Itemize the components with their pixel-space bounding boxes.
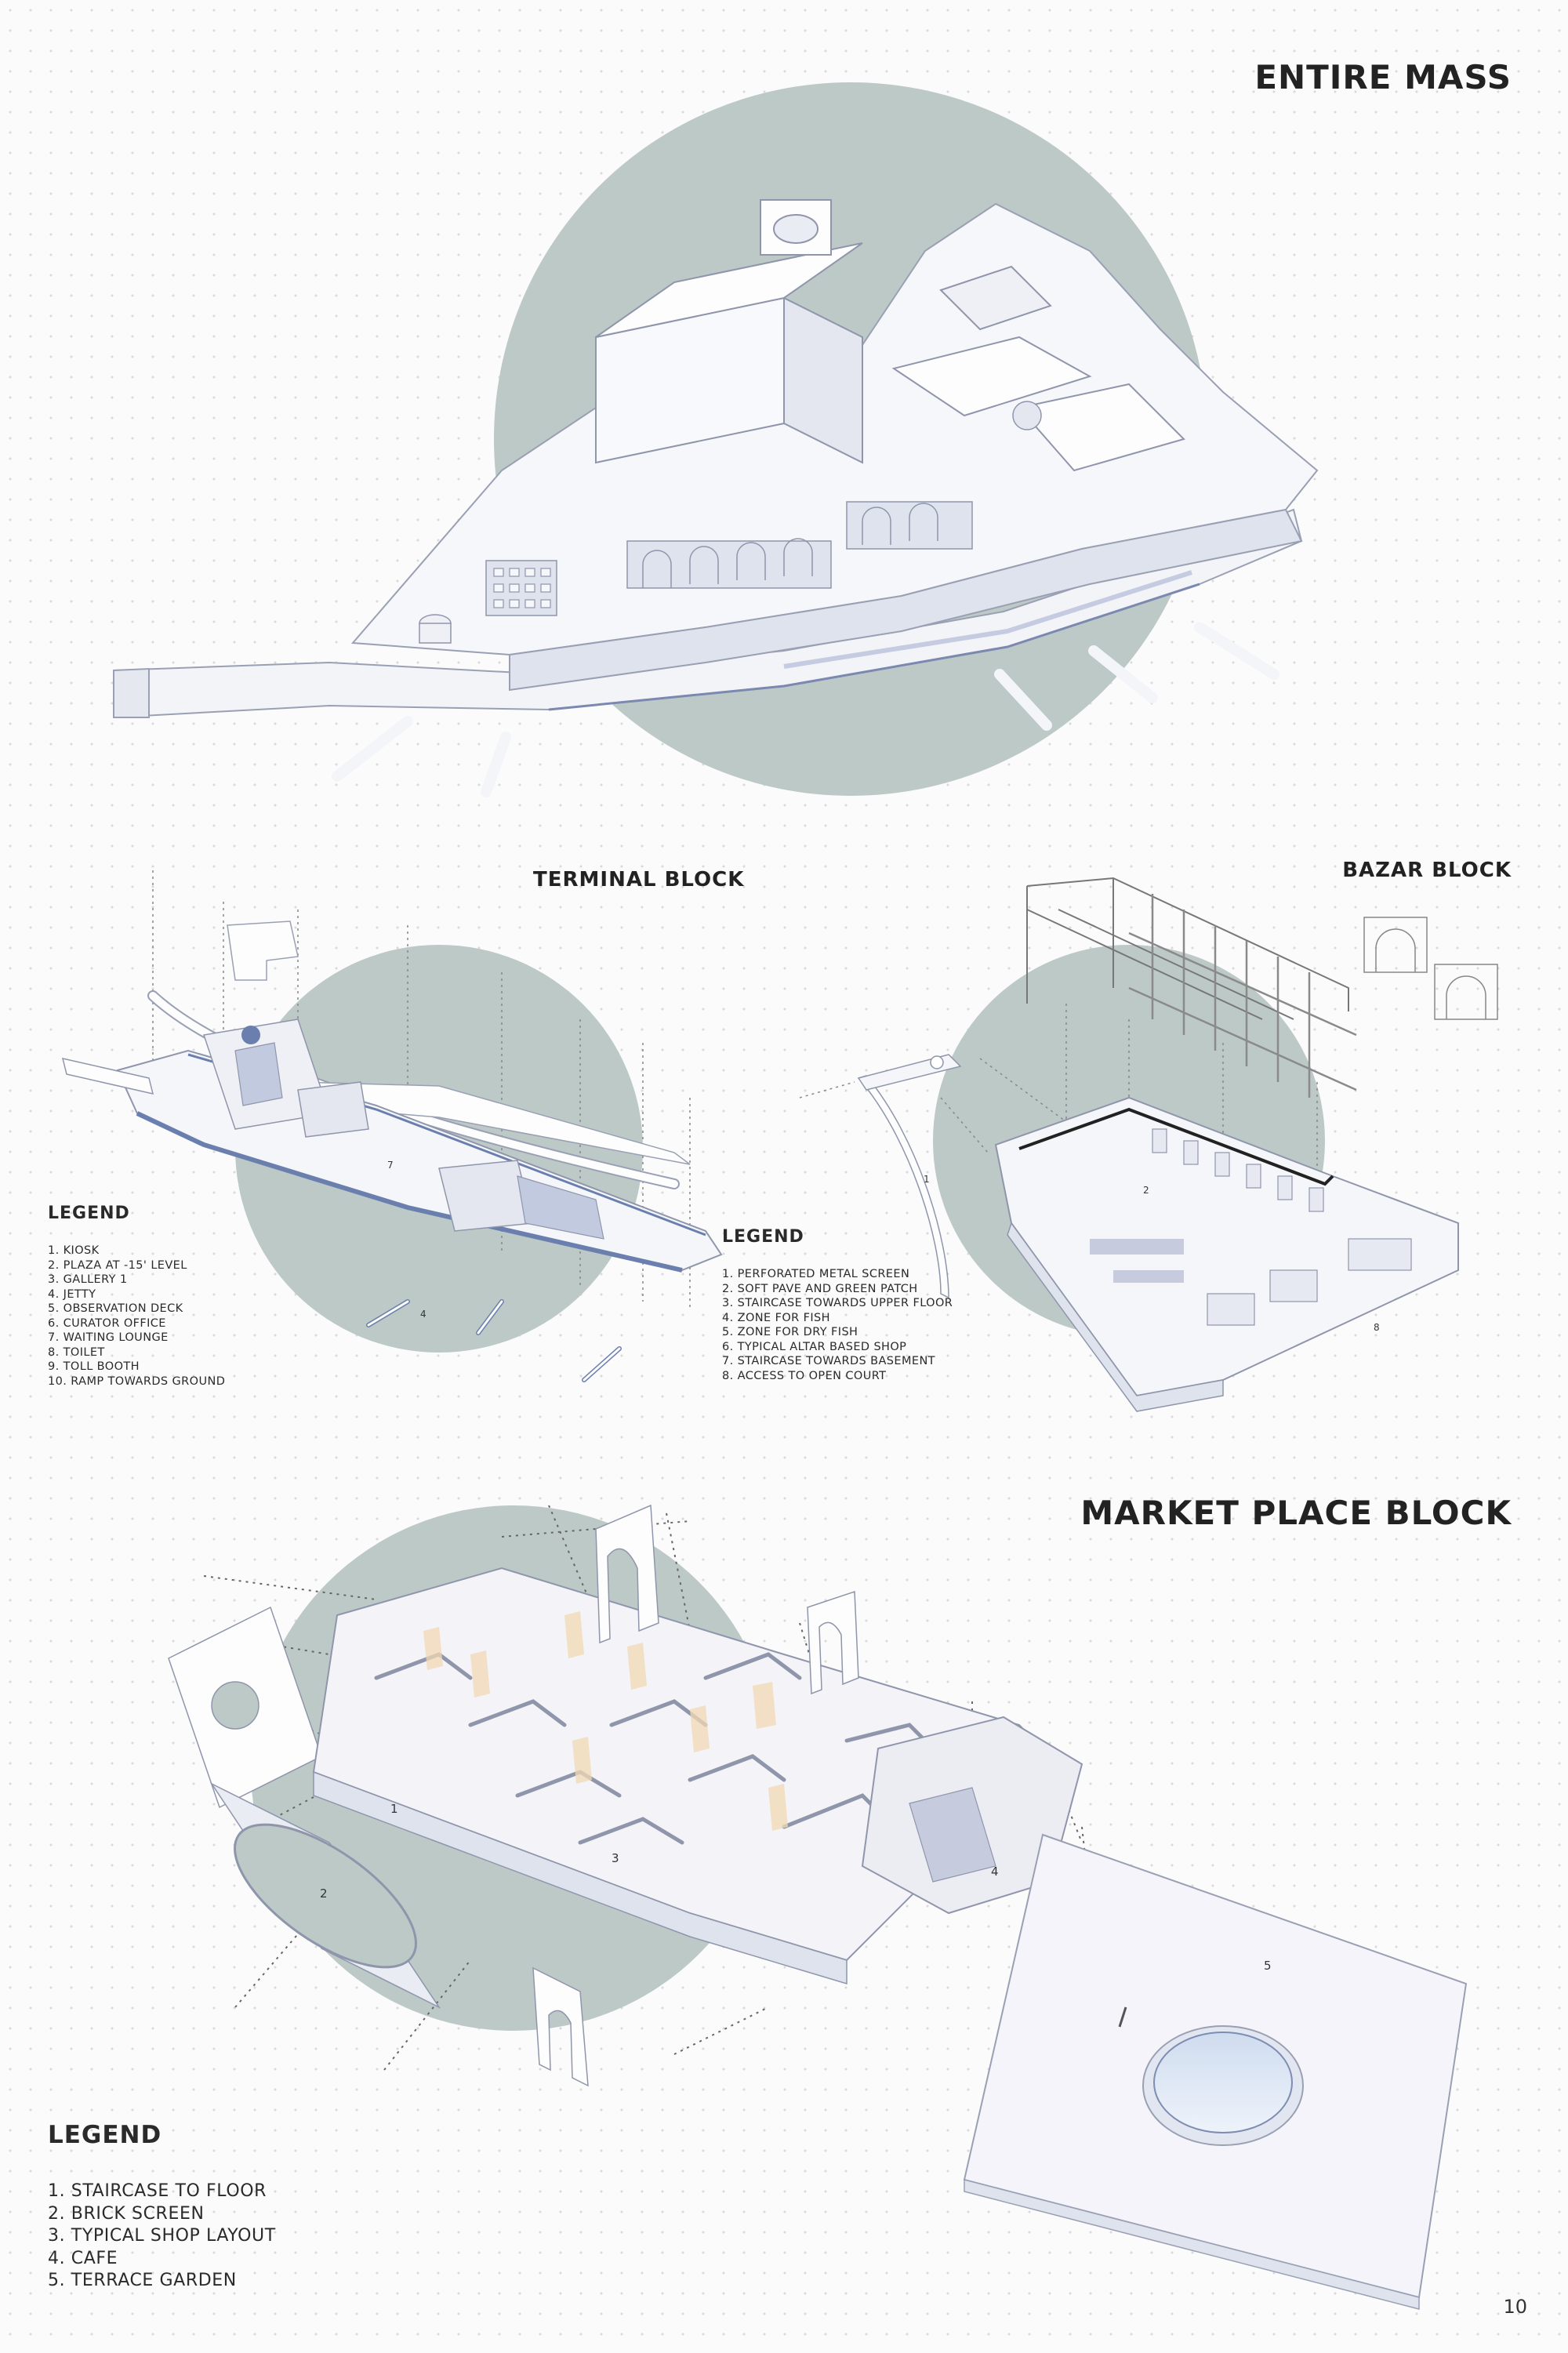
bazar-block-drawing: 1 2 8 [799, 877, 1498, 1412]
legend-item: 6. TYPICAL ALTAR BASED SHOP [722, 1340, 907, 1353]
bazar-label-1: 1 [924, 1174, 930, 1185]
legend-item: 4. ZONE FOR FISH [722, 1311, 830, 1324]
legend-item: 3. GALLERY 1 [48, 1273, 128, 1286]
legend-item: 10. RAMP TOWARDS GROUND [48, 1374, 226, 1388]
bazar-legend-list: 1. PERFORATED METAL SCREEN 2. SOFT PAVE … [722, 1267, 953, 1383]
legend-item: 4. CAFE [48, 2248, 118, 2268]
market-place-title: MARKET PLACE BLOCK [1080, 1494, 1512, 1532]
page-number: 10 [1503, 2296, 1527, 2318]
market-label-1: 1 [390, 1802, 398, 1816]
legend-item: 9. TOLL BOOTH [48, 1360, 140, 1373]
legend-item: 7. STAIRCASE TOWARDS BASEMENT [722, 1355, 935, 1367]
terminal-legend-heading: LEGEND [48, 1204, 130, 1223]
market-label-3: 3 [612, 1851, 619, 1865]
legend-item: 5. TERRACE GARDEN [48, 2271, 237, 2290]
market-label-5: 5 [1264, 1959, 1272, 1973]
market-legend: LEGEND 1. STAIRCASE TO FLOOR 2. BRICK SC… [48, 2121, 276, 2293]
legend-item: 4. JETTY [48, 1287, 96, 1301]
entire-mass-title: ENTIRE MASS [1254, 58, 1512, 96]
market-label-2: 2 [320, 1886, 328, 1901]
bazar-legend-heading: LEGEND [722, 1227, 804, 1247]
bazar-label-8: 8 [1374, 1322, 1380, 1333]
bazar-label-2: 2 [1143, 1185, 1149, 1196]
market-legend-heading: LEGEND [48, 2121, 162, 2149]
bazar-legend: LEGEND 1. PERFORATED METAL SCREEN 2. SOF… [722, 1227, 953, 1383]
legend-item: 2. BRICK SCREEN [48, 2203, 205, 2224]
terminal-label-7: 7 [387, 1160, 394, 1171]
terminal-label-4: 4 [420, 1309, 426, 1320]
market-label-4: 4 [991, 1865, 999, 1879]
legend-item: 2. SOFT PAVE AND GREEN PATCH [722, 1282, 918, 1295]
legend-item: 6. CURATOR OFFICE [48, 1316, 166, 1330]
legend-item: 7. WAITING LOUNGE [48, 1331, 169, 1344]
entire-mass-drawing [113, 82, 1319, 797]
terminal-legend-list: 1. KIOSK 2. PLAZA AT -15' LEVEL 3. GALLE… [48, 1244, 225, 1389]
legend-item: 1. PERFORATED METAL SCREEN [722, 1268, 910, 1280]
legend-item: 5. ZONE FOR DRY FISH [722, 1326, 858, 1338]
terminal-block-title: TERMINAL BLOCK [533, 868, 745, 891]
market-legend-list: 1. STAIRCASE TO FLOOR 2. BRICK SCREEN 3.… [48, 2181, 276, 2293]
legend-item: 2. PLAZA AT -15' LEVEL [48, 1258, 187, 1272]
legend-item: 1. STAIRCASE TO FLOOR [48, 2181, 267, 2201]
terminal-block-drawing: 7 4 [61, 870, 723, 1382]
legend-item: 1. KIOSK [48, 1244, 100, 1257]
legend-item: 3. TYPICAL SHOP LAYOUT [48, 2226, 276, 2246]
legend-item: 5. OBSERVATION DECK [48, 1302, 183, 1315]
market-place-drawing: 1 2 3 4 5 [168, 1504, 1468, 2310]
legend-item: 3. STAIRCASE TOWARDS UPPER FLOOR [722, 1297, 953, 1309]
terminal-legend: LEGEND 1. KIOSK 2. PLAZA AT -15' LEVEL 3… [48, 1204, 225, 1389]
legend-item: 8. TOILET [48, 1345, 105, 1359]
bazar-block-title: BAZAR BLOCK [1342, 859, 1512, 882]
legend-item: 8. ACCESS TO OPEN COURT [722, 1369, 887, 1382]
